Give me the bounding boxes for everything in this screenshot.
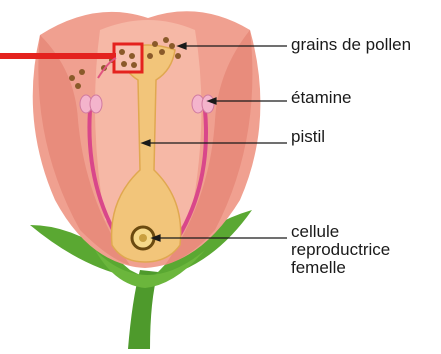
- label-cellule-line2: reproductrice: [291, 241, 390, 259]
- label-cellule-line1: cellule: [291, 223, 390, 241]
- label-pistil: pistil: [291, 128, 325, 146]
- label-stamen: étamine: [291, 89, 351, 107]
- stigma-highlight-box: [114, 44, 142, 72]
- label-pollen-grains: grains de pollen: [291, 36, 411, 54]
- ovule-core: [139, 234, 147, 242]
- label-cellule-line3: femelle: [291, 259, 390, 277]
- highlight-pointer-line: [0, 53, 116, 59]
- label-female-reproductive-cell: cellule reproductrice femelle: [291, 223, 390, 277]
